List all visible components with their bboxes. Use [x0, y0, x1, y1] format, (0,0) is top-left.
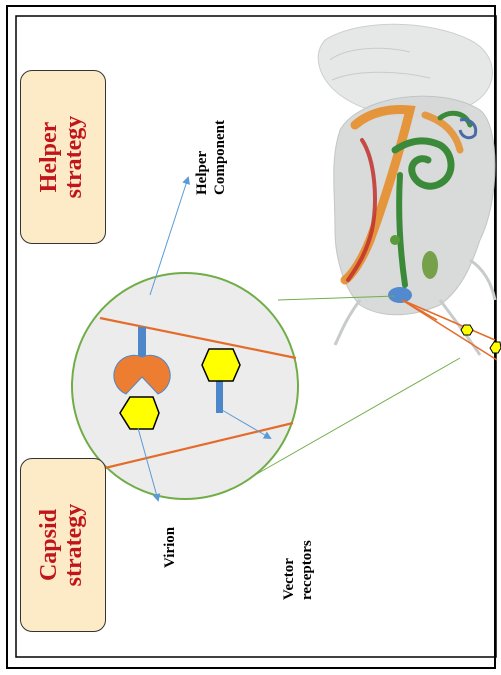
insect-illustration [318, 24, 495, 355]
helper-component-line2: Component [211, 85, 229, 195]
zoom-circle [72, 273, 298, 499]
helper-component-line1: Helper [193, 85, 211, 195]
insect-body [334, 96, 495, 315]
insect-stylet [402, 300, 501, 360]
helper-strategy-box: Helper strategy [20, 70, 106, 244]
small-virion-1 [461, 325, 473, 335]
helper-strategy-line2: strategy [62, 70, 87, 244]
capsid-strategy-label: Capsid strategy [37, 458, 89, 632]
vector-receptors-line1: Vector [280, 500, 298, 600]
helper-strategy-label: Helper strategy [37, 70, 89, 244]
virion-hexagon-capsid [202, 349, 240, 381]
vector-receptors-line2: receptors [298, 500, 316, 600]
small-virion-2 [490, 342, 501, 353]
vector-receptors-label: Vector receptors [280, 500, 320, 600]
capsid-strategy-box: Capsid strategy [20, 458, 106, 632]
capsid-strategy-line1: Capsid [37, 458, 62, 632]
capsid-strategy-line2: strategy [62, 458, 87, 632]
helper-component-label: Helper Component [193, 85, 233, 195]
virion-label: Virion [160, 508, 180, 568]
helper-strategy-line1: Helper [37, 70, 62, 244]
